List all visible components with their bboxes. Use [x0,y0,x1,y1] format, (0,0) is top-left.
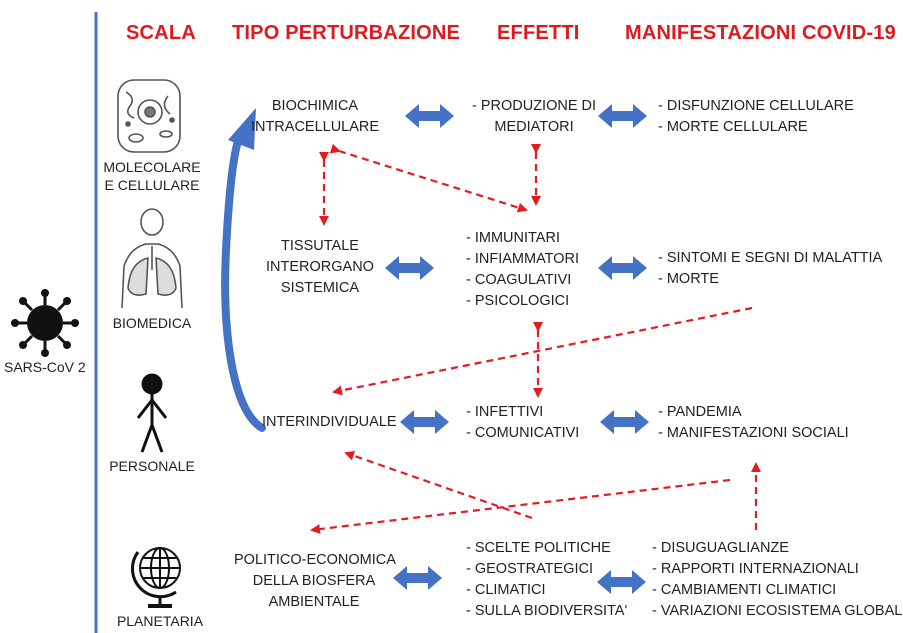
scale-label-molecolare: MOLECOLARE E CELLULARE [100,158,204,194]
manifestazioni-item: - SINTOMI E SEGNI DI MALATTIA [658,250,883,266]
double-arrow-r4b [597,570,646,594]
tipo-line: TISSUTALE [281,238,359,254]
tipo-row-3: INTERINDIVIDUALE [262,414,397,430]
manifestazioni-item: - RAPPORTI INTERNAZIONALI [652,561,859,577]
scale-line: E CELLULARE [104,177,200,193]
red-dashed-arrow [344,450,533,520]
manifestazioni-row-3: - PANDEMIA - MANIFESTAZIONI SOCIALI [658,402,849,444]
effetti-row-3: - INFETTIVI - COMUNICATIVI [466,402,579,444]
tipo-line: DELLA BIOSFERA [252,573,376,589]
scale-label-biomedica: BIOMEDICA [112,315,192,331]
effetti-item: MEDIATORI [494,119,574,135]
tipo-line: POLITICO-ECONOMICA [234,552,396,568]
effetti-item: - INFETTIVI [466,404,544,420]
lungs-icon [121,208,183,309]
scale-line: MOLECOLARE [103,159,201,175]
effetti-row-1: - PRODUZIONE DI MEDIATORI [460,96,608,138]
tipo-line: INTRACELLULARE [250,119,380,135]
tipo-line: AMBIENTALE [268,594,360,610]
virus-icon [11,289,79,357]
double-arrow-r1a [405,104,454,128]
manifestazioni-item: - DISFUNZIONE CELLULARE [658,98,854,114]
double-arrow-r1b [598,104,647,128]
effetti-item: - INFIAMMATORI [466,251,580,267]
effetti-item: - PRODUZIONE DI [471,98,597,114]
virus-label: SARS-CoV 2 [4,359,86,375]
red-dashed-arrow [329,143,528,213]
effetti-item: - GEOSTRATEGICI [466,561,594,577]
header-scala: SCALA [126,22,196,44]
manifestazioni-item: - VARIAZIONI ECOSISTEMA GLOBALE [652,603,903,619]
manifestazioni-row-2: - SINTOMI E SEGNI DI MALATTIA - MORTE [658,248,882,290]
globe-icon [130,547,181,608]
manifestazioni-item: - CAMBIAMENTI CLIMATICI [652,582,837,598]
header-manifestazioni: MANIFESTAZIONI COVID-19 [625,22,896,44]
effetti-row-4: - SCELTE POLITICHE - GEOSTRATEGICI - CLI… [466,538,627,622]
effetti-item: - COAGULATIVI [466,272,572,288]
tipo-line: INTERORGANO [266,259,374,275]
effetti-row-2: - IMMUNITARI - INFIAMMATORI - COAGULATIV… [466,228,579,312]
effetti-item: - SULLA BIODIVERSITA' [466,603,628,619]
effetti-item: - SCELTE POLITICHE [466,540,611,556]
effetti-item: - PSICOLOGICI [466,293,570,309]
scale-label-planetaria: PLANETARIA [116,613,204,629]
red-dashed-arrow [332,306,753,396]
cell-icon [117,79,181,153]
tipo-line: SISTEMICA [280,280,360,296]
double-arrow-r3a [400,410,449,434]
header-effetti: EFFETTI [497,22,580,44]
manifestazioni-item: - MORTE CELLULARE [658,119,808,135]
person-icon [136,373,168,453]
manifestazioni-row-4: - DISUGUAGLIANZE - RAPPORTI INTERNAZIONA… [652,538,903,622]
double-arrow-r3b [600,410,649,434]
tipo-row-2: TISSUTALE INTERORGANO SISTEMICA [260,236,380,299]
manifestazioni-item: - DISUGUAGLIANZE [652,540,789,556]
header-tipo-perturbazione: TIPO PERTURBAZIONE [232,22,461,44]
manifestazioni-row-1: - DISFUNZIONE CELLULARE - MORTE CELLULAR… [658,96,854,138]
effetti-item: - IMMUNITARI [466,230,560,246]
manifestazioni-item: - MANIFESTAZIONI SOCIALI [658,425,849,441]
effetti-item: - CLIMATICI [466,582,546,598]
scale-label-personale: PERSONALE [109,458,195,474]
tipo-row-4: POLITICO-ECONOMICA DELLA BIOSFERA AMBIEN… [234,550,396,613]
blue-curved-arrow [221,108,266,432]
double-arrow-r4a [393,566,442,590]
double-arrow-r2a [385,256,434,280]
tipo-row-1: BIOCHIMICA INTRACELLULARE [240,96,390,138]
manifestazioni-item: - MORTE [658,271,719,287]
red-dashed-arrow [310,478,731,535]
tipo-line: BIOCHIMICA [271,98,359,114]
double-arrow-r2b [598,256,647,280]
manifestazioni-item: - PANDEMIA [658,404,742,420]
effetti-item: - COMUNICATIVI [466,425,580,441]
